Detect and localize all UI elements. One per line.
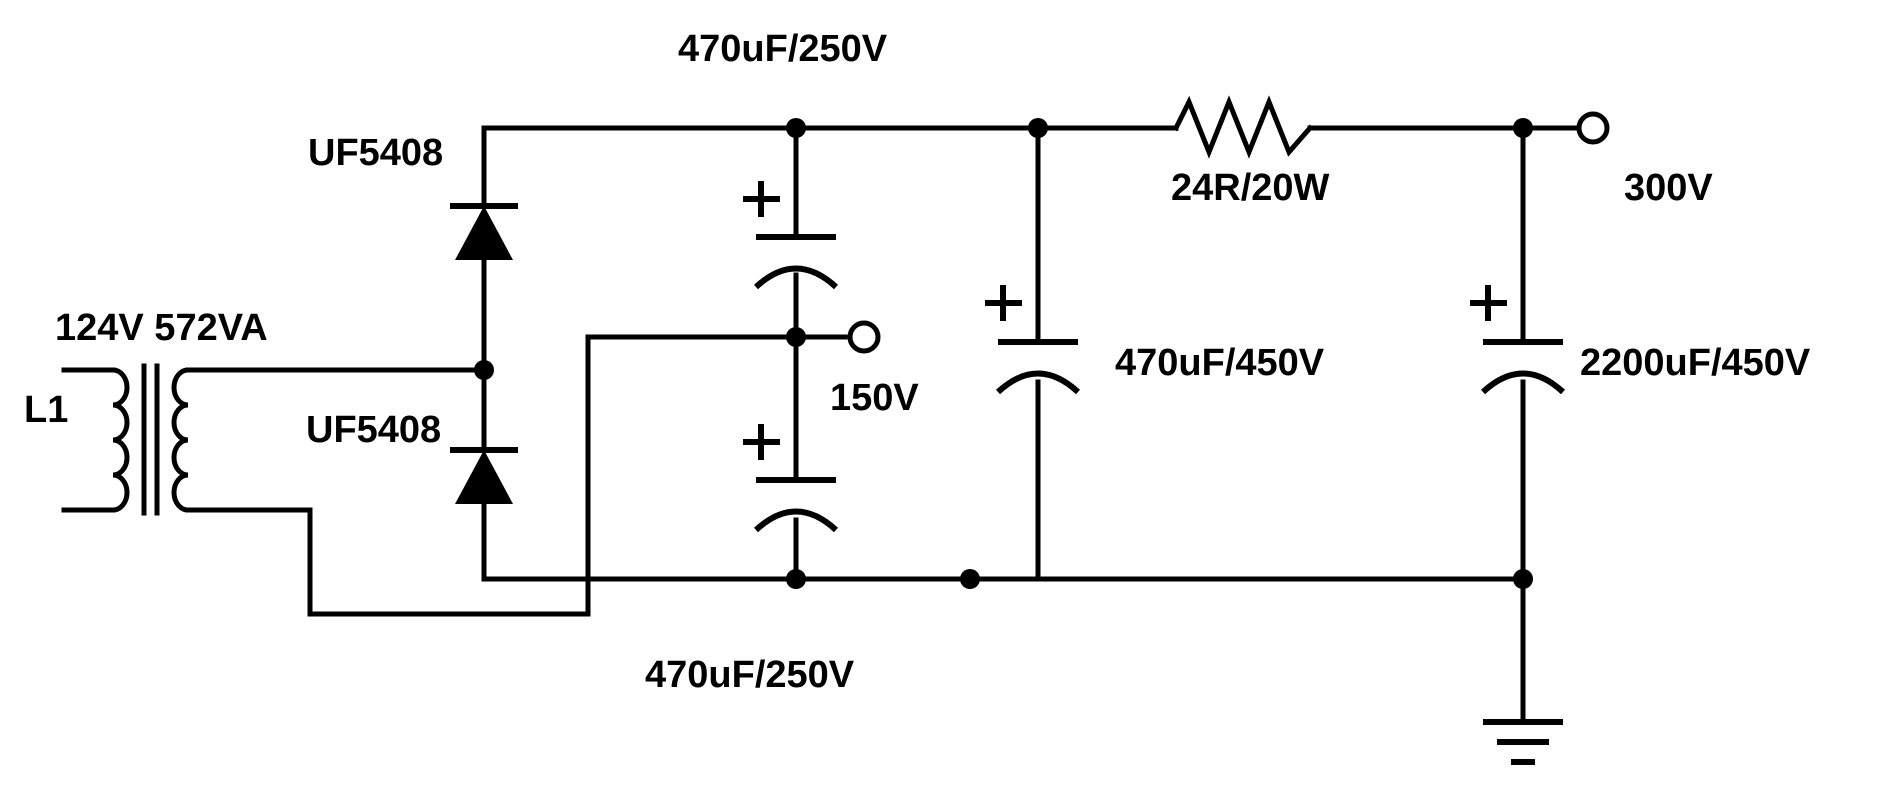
cap-mid-curved-plate <box>995 370 1081 395</box>
cap-bottom-curved-plate <box>753 508 839 533</box>
label-cap-out: 2200uF/450V <box>1580 342 1811 384</box>
secondary-coil <box>171 367 191 513</box>
labels: L1 124V 572VA UF5408 UF5408 470uF/250V 4… <box>24 28 1811 696</box>
label-diode-bottom: UF5408 <box>306 409 441 451</box>
secondary-bottom-wire <box>185 334 848 617</box>
diode-top-triangle <box>455 206 513 260</box>
primary-coil <box>110 367 130 513</box>
terminal-150v <box>847 320 881 354</box>
label-cap-bottom: 470uF/250V <box>645 654 855 696</box>
label-transformer-ref: L1 <box>24 389 68 431</box>
cap-out <box>1470 285 1566 395</box>
junction-dot <box>1513 118 1533 138</box>
diode-bottom <box>450 447 518 504</box>
ground-symbol <box>1483 719 1563 765</box>
label-out-150v: 150V <box>830 377 919 419</box>
diode-bottom-triangle <box>455 450 513 504</box>
junction-dot <box>786 327 806 347</box>
cap-bottom <box>743 424 839 533</box>
label-cap-mid: 470uF/450V <box>1115 342 1325 384</box>
junctions <box>474 118 1533 589</box>
junction-dot <box>960 569 980 589</box>
cap-top-curved-plate <box>753 265 839 290</box>
resistor-zigzag <box>1172 95 1314 159</box>
label-transformer-rating: 124V 572VA <box>55 307 268 349</box>
cap-mid <box>985 285 1081 395</box>
label-resistor: 24R/20W <box>1171 167 1330 209</box>
terminal-300v <box>1576 111 1610 145</box>
diode-top <box>450 203 518 260</box>
cap-top <box>743 181 839 290</box>
cap-out-curved-plate <box>1480 370 1566 395</box>
label-cap-top: 470uF/250V <box>678 28 888 70</box>
bottom-rail-wire <box>481 498 1526 582</box>
label-diode-top: UF5408 <box>308 132 443 174</box>
transformer-l1 <box>110 363 191 516</box>
junction-dot <box>786 118 806 138</box>
junction-dot <box>786 569 806 589</box>
junction-dot <box>1513 569 1533 589</box>
wires <box>61 125 1578 725</box>
top-rail-wire <box>481 125 1179 209</box>
junction-dot <box>474 360 494 380</box>
label-out-300v: 300V <box>1624 167 1713 209</box>
junction-dot <box>1028 118 1048 138</box>
